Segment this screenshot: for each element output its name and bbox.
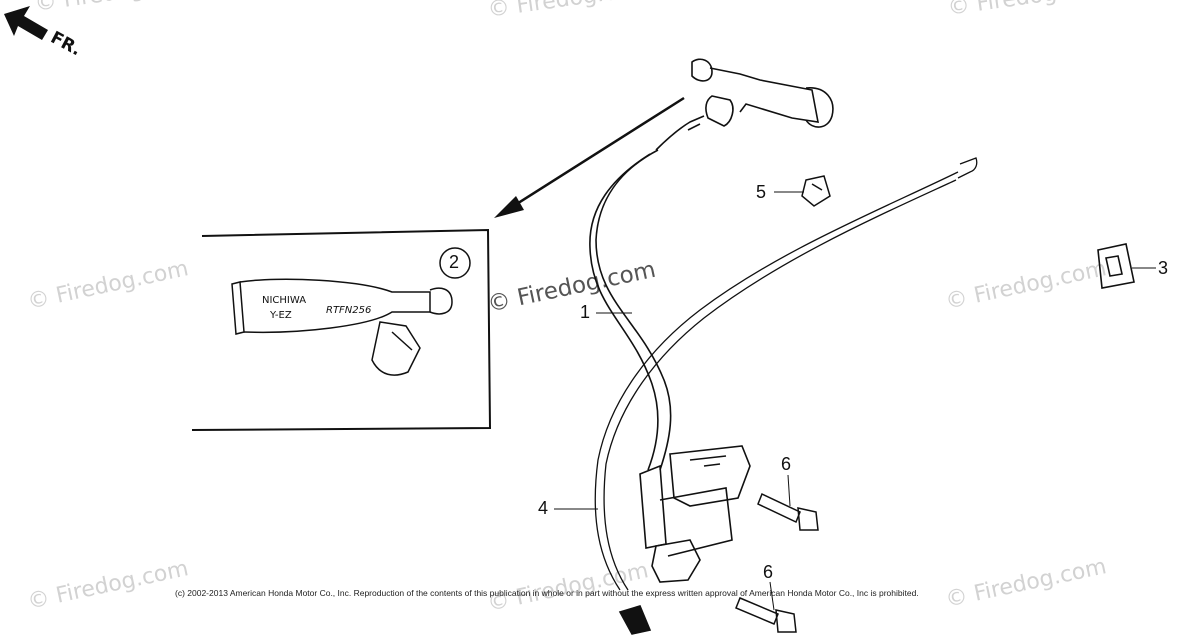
callout-part-1: 1: [580, 302, 591, 322]
bolt-upper: [757, 492, 819, 531]
bolt-lower: [735, 597, 797, 633]
callout-part-2: 2: [449, 252, 460, 272]
callout-part-4: 4: [538, 498, 549, 518]
inset-boot-text-line1: NICHIWA: [262, 295, 306, 306]
spark-plug-cap: [691, 58, 834, 128]
ignition-coil: [618, 445, 751, 635]
high-tension-lead: [589, 115, 705, 471]
inset-box: [191, 228, 492, 431]
ground-wire: [594, 157, 978, 591]
callout-part-6-lower: 6: [763, 562, 774, 582]
grommet: [1097, 243, 1135, 289]
front-direction-arrow-icon: [4, 6, 48, 40]
callout-part-3: 3: [1158, 258, 1169, 278]
callout-circle-2: [439, 247, 471, 279]
callout-part-6-upper: 6: [781, 454, 792, 474]
wire-clip: [801, 175, 831, 207]
callout-part-5: 5: [756, 182, 767, 202]
inset-boot-text-line2: Y-EZ: [269, 310, 292, 321]
inset-boot-text-line3: RTFN256: [326, 305, 371, 316]
spark-plug-cap-inset: [231, 278, 453, 376]
inset-pointer-arrow: [494, 96, 685, 218]
leader-lines: [554, 191, 1156, 611]
copyright-notice: (c) 2002-2013 American Honda Motor Co., …: [175, 588, 919, 598]
